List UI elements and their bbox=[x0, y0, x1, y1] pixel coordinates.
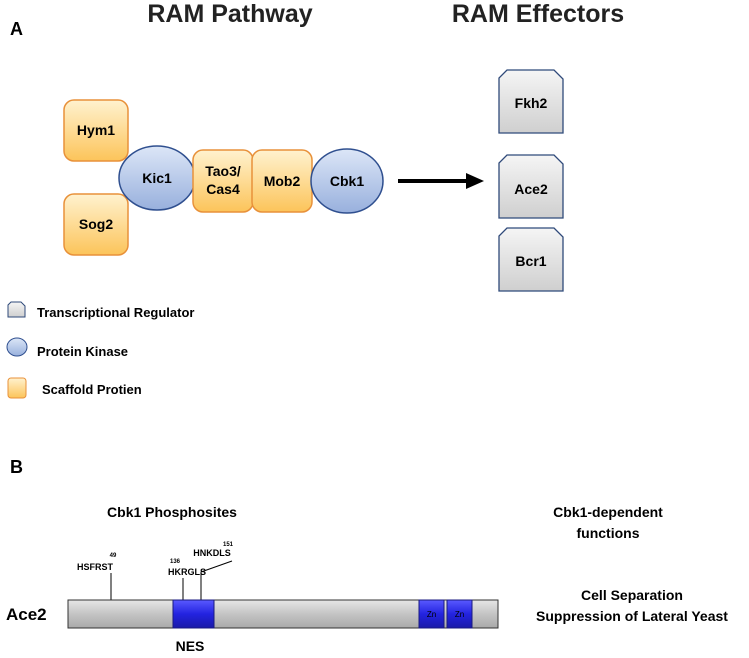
function-lateral-yeast: Suppression of Lateral Yeast bbox=[536, 608, 728, 624]
legend-scaffold-label: Scaffold Protien bbox=[42, 382, 142, 397]
site-151-number: 151 bbox=[223, 542, 234, 548]
mob2-label: Mob2 bbox=[264, 173, 301, 189]
site-49-motif: HSFRST bbox=[77, 562, 114, 572]
site-151-motif: HNKDLS bbox=[193, 548, 231, 558]
zn-label-2: Zn bbox=[455, 610, 464, 619]
function-cell-separation: Cell Separation bbox=[581, 587, 683, 603]
ace2-protein-label: Ace2 bbox=[6, 605, 47, 624]
legend-kinase-label: Protein Kinase bbox=[37, 344, 128, 359]
cbk1-node: Cbk1 bbox=[310, 148, 384, 214]
legend-scaffold-protein: Scaffold Protien bbox=[7, 377, 142, 399]
zinc-finger-domain-1 bbox=[418, 599, 445, 629]
sog2-node: Sog2 bbox=[63, 193, 129, 256]
functions-heading-line2: functions bbox=[577, 525, 640, 541]
site-49-number: 49 bbox=[110, 553, 117, 559]
nes-domain bbox=[172, 599, 215, 629]
phosphosite-136: HKRGLS 136 bbox=[168, 559, 206, 600]
legend-protein-kinase: Protein Kinase bbox=[6, 337, 128, 359]
panel-b-label: B bbox=[10, 457, 23, 477]
legend: Transcriptional Regulator Protein Kinase… bbox=[6, 301, 194, 399]
effector-bcr1: Bcr1 bbox=[498, 227, 564, 292]
ram-effectors-title: RAM Effectors bbox=[452, 0, 624, 28]
site-136-motif: HKRGLS bbox=[168, 567, 206, 577]
legend-transcriptional-label: Transcriptional Regulator bbox=[37, 305, 194, 320]
zinc-finger-domain-2 bbox=[446, 599, 473, 629]
cbk1-label: Cbk1 bbox=[330, 173, 364, 189]
tao3-cas4-node: Tao3/ Cas4 bbox=[192, 149, 254, 213]
site-136-number: 136 bbox=[170, 559, 181, 565]
functions-heading-line1: Cbk1-dependent bbox=[553, 504, 663, 520]
fkh2-label: Fkh2 bbox=[515, 95, 548, 111]
activation-arrow bbox=[398, 173, 484, 189]
hym1-label: Hym1 bbox=[77, 122, 115, 138]
ace2-effector-label: Ace2 bbox=[514, 181, 548, 197]
cas4-label: Cas4 bbox=[206, 181, 240, 197]
tao3-label: Tao3/ bbox=[205, 163, 241, 179]
panel-a-label: A bbox=[10, 19, 23, 39]
mob2-node: Mob2 bbox=[251, 149, 313, 213]
hym1-node: Hym1 bbox=[63, 99, 129, 162]
effector-fkh2: Fkh2 bbox=[498, 69, 564, 134]
zn-label-1: Zn bbox=[427, 610, 436, 619]
sog2-label: Sog2 bbox=[79, 216, 113, 232]
phosphosite-151: HNKDLS 151 bbox=[193, 542, 234, 600]
ram-pathway-title: RAM Pathway bbox=[147, 0, 312, 28]
nes-label: NES bbox=[176, 638, 205, 654]
bcr1-label: Bcr1 bbox=[515, 253, 546, 269]
kic1-label: Kic1 bbox=[142, 170, 172, 186]
kic1-node: Kic1 bbox=[118, 145, 196, 211]
phosphosite-49: HSFRST 49 bbox=[77, 553, 117, 600]
effector-ace2: Ace2 bbox=[498, 154, 564, 219]
phosphosites-heading: Cbk1 Phosphosites bbox=[107, 504, 237, 520]
ace2-protein-bar: Zn Zn bbox=[67, 599, 499, 629]
legend-transcriptional-regulator: Transcriptional Regulator bbox=[7, 301, 194, 320]
